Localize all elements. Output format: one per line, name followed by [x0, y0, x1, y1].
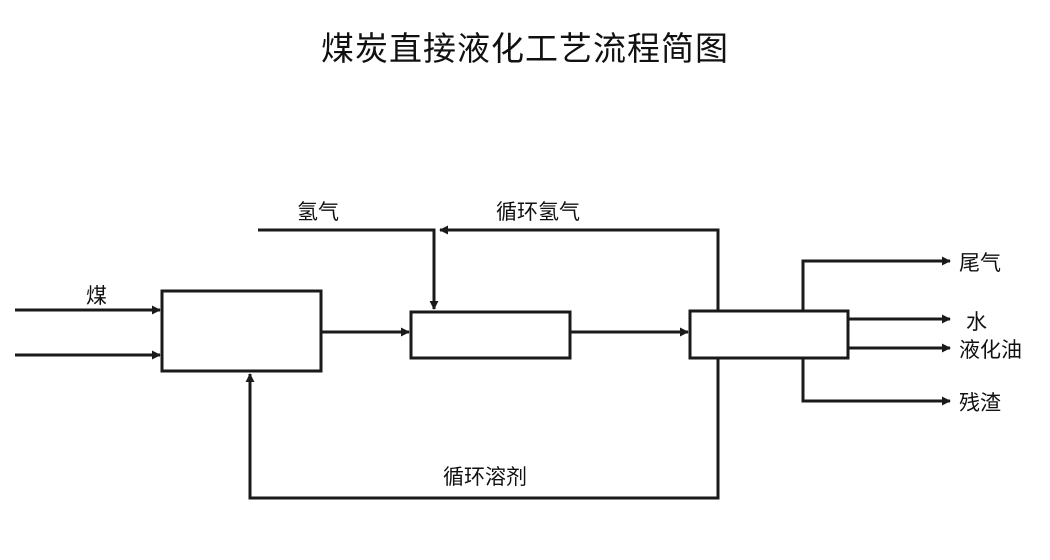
stream-recycle-solvent	[245, 358, 720, 500]
label-hydrogen: 氢气	[297, 201, 339, 224]
label-tail-gas: 尾气	[959, 252, 1001, 275]
label-recycle-hydrogen: 循环氢气	[496, 201, 580, 224]
unit-box-2	[409, 310, 572, 360]
stream-residue	[801, 358, 951, 406]
stream-hydrogen	[258, 228, 439, 310]
stream-recycle-hydrogen	[439, 225, 720, 311]
page-title: 煤炭直接液化工艺流程简图	[321, 30, 729, 67]
label-recycle-solvent: 循环溶剂	[443, 466, 527, 489]
label-water: 水	[966, 311, 987, 334]
label-coal: 煤	[86, 285, 107, 308]
unit-box-3	[688, 309, 850, 360]
label-liquefied-oil: 液化油	[959, 339, 1022, 362]
label-residue: 残渣	[959, 392, 1001, 415]
unit-box-1	[160, 289, 323, 373]
stream-tail-gas	[801, 256, 951, 311]
